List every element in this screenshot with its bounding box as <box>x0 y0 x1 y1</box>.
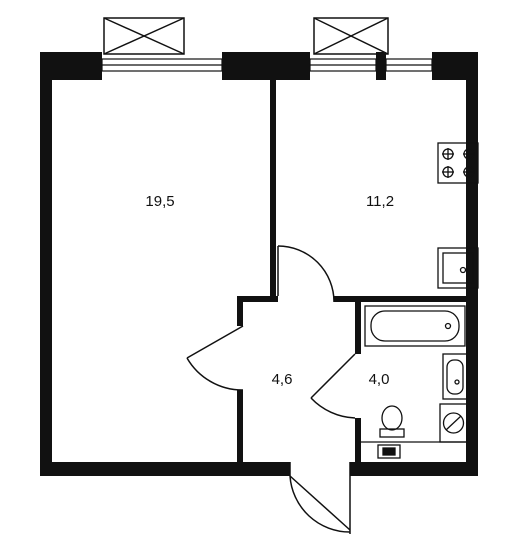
toilet-icon <box>379 405 405 438</box>
doors <box>186 245 356 534</box>
room-area-kitchen: 11,2 <box>366 193 394 210</box>
outer-walls <box>40 52 478 476</box>
interior-walls <box>237 80 466 462</box>
washing-machine-icon <box>439 403 468 443</box>
bathtub-icon <box>364 305 466 347</box>
bathroom-cabinet <box>361 441 466 459</box>
room-area-bathroom: 4,0 <box>369 371 390 388</box>
balcony-left <box>103 17 185 55</box>
windows <box>101 58 433 72</box>
stove-icon <box>437 142 479 184</box>
room-area-hall: 4,6 <box>272 371 293 388</box>
room-area-living: 19,5 <box>145 193 174 210</box>
washbasin-icon <box>442 353 468 400</box>
balcony-right <box>313 17 389 55</box>
kitchen-sink-icon <box>437 247 479 289</box>
